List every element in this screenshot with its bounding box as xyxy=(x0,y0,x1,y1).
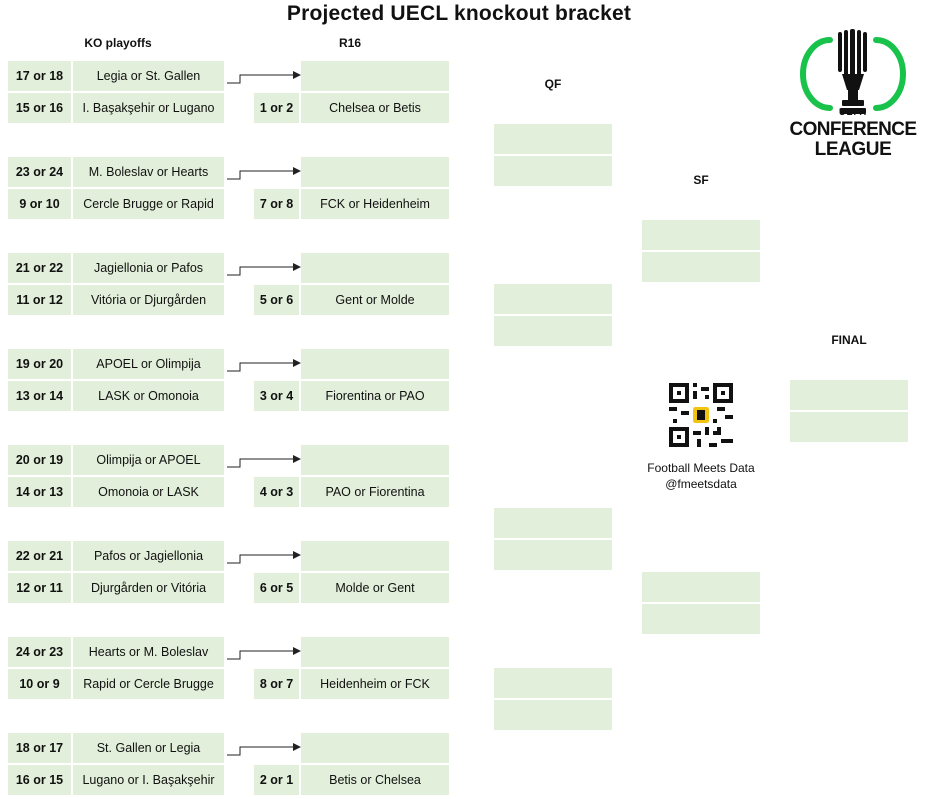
playoff-team: Omonoia or LASK xyxy=(73,477,224,507)
connector-arrow xyxy=(227,455,301,468)
connector-arrow xyxy=(227,71,301,84)
r16-slot-playoff-winner xyxy=(301,637,449,667)
sf-slot xyxy=(642,252,760,282)
playoff-seed: 13 or 14 xyxy=(8,381,71,411)
trophy-icon xyxy=(800,29,906,114)
r16-seed: 3 or 4 xyxy=(254,381,299,411)
connector-arrow xyxy=(227,167,301,180)
playoff-seed: 17 or 18 xyxy=(8,61,71,91)
playoff-seed: 18 or 17 xyxy=(8,733,71,763)
final-slot xyxy=(790,412,908,442)
r16-team: PAO or Fiorentina xyxy=(301,477,449,507)
logo-line-1: CONFERENCE xyxy=(789,119,917,140)
sf-slot xyxy=(642,220,760,250)
playoff-seed: 24 or 23 xyxy=(8,637,71,667)
r16-seed: 4 or 3 xyxy=(254,477,299,507)
r16-team: FCK or Heidenheim xyxy=(301,189,449,219)
r16-seed: 5 or 6 xyxy=(254,285,299,315)
connector-arrow xyxy=(227,359,301,372)
r16-slot-playoff-winner xyxy=(301,733,449,763)
playoff-seed: 15 or 16 xyxy=(8,93,71,123)
playoff-seed: 16 or 15 xyxy=(8,765,71,795)
connector-arrow xyxy=(227,263,301,276)
playoff-team: Jagiellonia or Pafos xyxy=(73,253,224,283)
playoff-team: Cercle Brugge or Rapid xyxy=(73,189,224,219)
playoff-seed: 14 or 13 xyxy=(8,477,71,507)
playoff-team: Lugano or I. Başakşehir xyxy=(73,765,224,795)
r16-slot-playoff-winner xyxy=(301,253,449,283)
r16-team: Heidenheim or FCK xyxy=(301,669,449,699)
playoff-team: Hearts or M. Boleslav xyxy=(73,637,224,667)
playoff-seed: 19 or 20 xyxy=(8,349,71,379)
header-qf: QF xyxy=(544,77,562,91)
playoff-team: Legia or St. Gallen xyxy=(73,61,224,91)
playoff-team: LASK or Omonoia xyxy=(73,381,224,411)
playoff-team: St. Gallen or Legia xyxy=(73,733,224,763)
header-sf: SF xyxy=(693,173,709,187)
playoff-team: Vitória or Djurgården xyxy=(73,285,224,315)
r16-slot-playoff-winner xyxy=(301,157,449,187)
playoff-team: Olimpija or APOEL xyxy=(73,445,224,475)
r16-team: Betis or Chelsea xyxy=(301,765,449,795)
playoff-seed: 22 or 21 xyxy=(8,541,71,571)
qf-slot xyxy=(494,668,612,698)
connector-arrow xyxy=(227,743,301,756)
qr-code-icon xyxy=(669,383,733,447)
playoff-team: I. Başakşehir or Lugano xyxy=(73,93,224,123)
r16-team: Chelsea or Betis xyxy=(301,93,449,123)
playoff-seed: 12 or 11 xyxy=(8,573,71,603)
r16-seed: 7 or 8 xyxy=(254,189,299,219)
qf-slot xyxy=(494,540,612,570)
qf-slot xyxy=(494,508,612,538)
header-final: FINAL xyxy=(831,333,867,347)
qf-slot xyxy=(494,284,612,314)
sf-slot xyxy=(642,572,760,602)
header-r16: R16 xyxy=(338,36,361,50)
r16-seed: 1 or 2 xyxy=(254,93,299,123)
qf-slot xyxy=(494,156,612,186)
r16-seed: 2 or 1 xyxy=(254,765,299,795)
r16-slot-playoff-winner xyxy=(301,349,449,379)
header-ko-playoffs: KO playoffs xyxy=(84,36,152,50)
qf-slot xyxy=(494,316,612,346)
playoff-seed: 11 or 12 xyxy=(8,285,71,315)
playoff-team: APOEL or Olimpija xyxy=(73,349,224,379)
playoff-seed: 10 or 9 xyxy=(8,669,71,699)
r16-slot-playoff-winner xyxy=(301,61,449,91)
r16-slot-playoff-winner xyxy=(301,541,449,571)
page-title: Projected UECL knockout bracket xyxy=(286,2,632,25)
playoff-seed: 23 or 24 xyxy=(8,157,71,187)
r16-team: Molde or Gent xyxy=(301,573,449,603)
playoff-seed: 21 or 22 xyxy=(8,253,71,283)
playoff-team: Rapid or Cercle Brugge xyxy=(73,669,224,699)
qf-slot xyxy=(494,124,612,154)
conference-league-logo: UEFA CONFERENCE LEAGUE xyxy=(782,28,924,168)
r16-slot-playoff-winner xyxy=(301,445,449,475)
playoff-team: Djurgården or Vitória xyxy=(73,573,224,603)
connector-arrow xyxy=(227,551,301,564)
credit-name: Football Meets Data xyxy=(647,461,755,475)
uefa-text: UEFA xyxy=(838,107,867,117)
connector-arrow xyxy=(227,647,301,660)
qf-slot xyxy=(494,700,612,730)
playoff-seed: 9 or 10 xyxy=(8,189,71,219)
final-slot xyxy=(790,380,908,410)
credit-handle: @fmeetsdata xyxy=(665,477,737,491)
sf-slot xyxy=(642,604,760,634)
playoff-team: M. Boleslav or Hearts xyxy=(73,157,224,187)
r16-seed: 8 or 7 xyxy=(254,669,299,699)
playoff-seed: 20 or 19 xyxy=(8,445,71,475)
playoff-team: Pafos or Jagiellonia xyxy=(73,541,224,571)
logo-line-2: LEAGUE xyxy=(814,139,892,160)
r16-seed: 6 or 5 xyxy=(254,573,299,603)
r16-team: Fiorentina or PAO xyxy=(301,381,449,411)
r16-team: Gent or Molde xyxy=(301,285,449,315)
